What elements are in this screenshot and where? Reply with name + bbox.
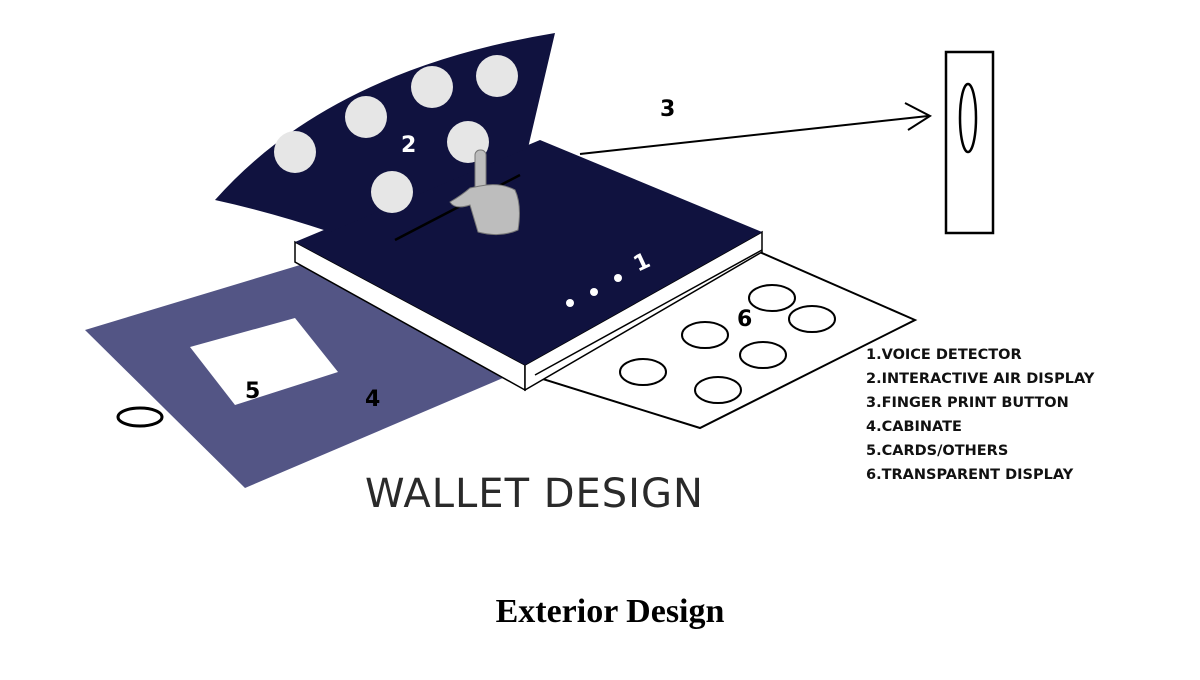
ring-handle — [116, 406, 164, 428]
box-right-side — [524, 230, 763, 392]
arrow-line — [579, 115, 929, 155]
air-display-circles — [274, 55, 518, 213]
legend-item: 6.TRANSPARENT DISPLAY — [866, 467, 1074, 483]
pointing-hand-icon — [449, 149, 520, 236]
voice-detector-dots — [566, 274, 622, 307]
fingerprint-device — [944, 50, 995, 235]
cards-window — [190, 318, 338, 405]
air-display — [215, 33, 555, 232]
legend-item: 5.CARDS/OTHERS — [866, 443, 1009, 459]
legend-item: 4.CABINATE — [866, 419, 962, 435]
display-circles — [619, 284, 836, 404]
diagram-title: WALLET DESIGN — [365, 471, 704, 517]
legend-item: 3.FINGER PRINT BUTTON — [866, 395, 1069, 411]
figure-caption: Exterior Design — [495, 593, 725, 630]
legend-item: 1.VOICE DETECTOR — [866, 347, 1022, 363]
marker-2: 2 — [401, 133, 416, 158]
legend-item: 2.INTERACTIVE AIR DISPLAY — [866, 371, 1095, 387]
marker-5: 5 — [245, 379, 260, 404]
legend: 1.VOICE DETECTOR 2.INTERACTIVE AIR DISPL… — [866, 343, 1094, 487]
marker-4: 4 — [365, 387, 380, 412]
arrow-head — [904, 102, 932, 131]
marker-3: 3 — [660, 97, 675, 122]
marker-6: 6 — [737, 307, 752, 332]
fingerprint-button — [958, 82, 978, 154]
